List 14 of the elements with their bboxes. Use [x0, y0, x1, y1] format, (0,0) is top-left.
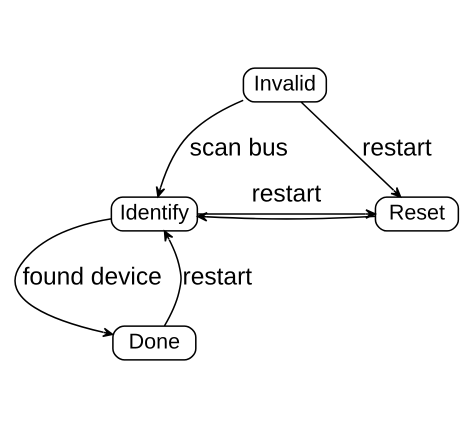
edge-label: restart — [362, 134, 432, 162]
node-box: Invalid — [242, 67, 328, 103]
edge-label: scan bus — [190, 134, 288, 162]
arrow — [156, 100, 244, 198]
arrow — [14, 218, 114, 338]
edge-label: found device — [22, 263, 162, 290]
arrow — [196, 212, 376, 222]
node-box: Identify — [110, 196, 198, 232]
node-box: Done — [112, 325, 197, 361]
arrow — [300, 101, 402, 198]
node-box: Reset — [374, 196, 460, 232]
edge-label: restart — [252, 180, 322, 208]
edge-label: restart — [182, 263, 252, 290]
arrow — [164, 230, 182, 326]
